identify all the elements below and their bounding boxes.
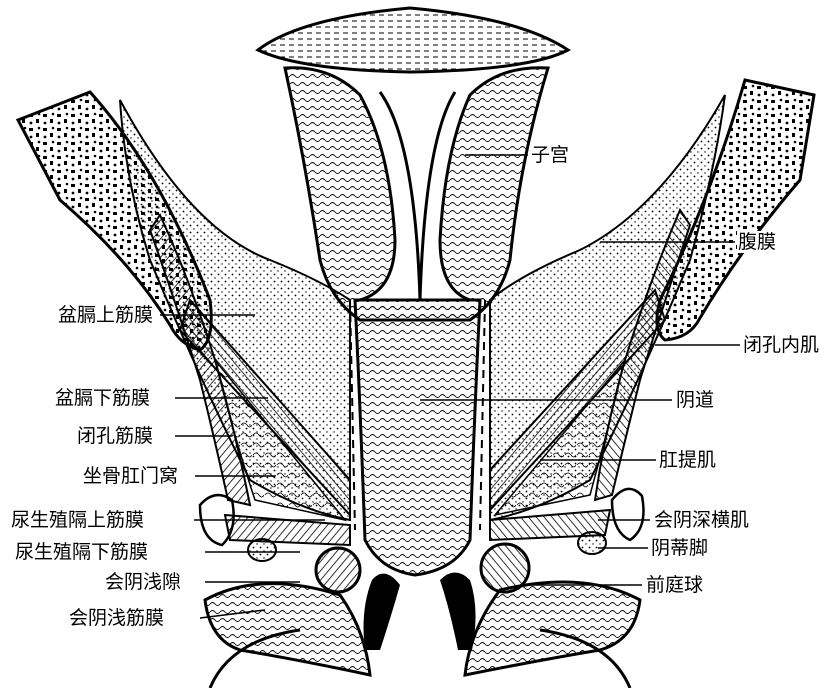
right-ischial-tuberosity (612, 489, 644, 540)
vestibule (364, 574, 400, 650)
left-crus-clitoris (248, 539, 276, 561)
label-superior-pelvic-diaphragm-fascia: 盆膈上筋膜 (57, 304, 154, 326)
label-uterus: 子宫 (530, 144, 570, 166)
label-inferior-pelvic-diaphragm-fascia: 盆膈下筋膜 (54, 387, 151, 409)
right-crus-clitoris (578, 532, 606, 554)
label-deep-transverse-perineal: 会阴深横肌 (653, 509, 750, 531)
label-obturator-internus: 闭孔内肌 (742, 334, 820, 356)
uterus-fundus (258, 8, 568, 72)
left-vestibular-bulb (316, 548, 360, 592)
uterus-body (285, 68, 548, 320)
label-superior-urogenital-fascia: 尿生殖隔上筋膜 (10, 509, 145, 531)
label-vestibular-bulb: 前庭球 (645, 574, 704, 596)
label-levator-ani: 肛提肌 (658, 449, 717, 471)
label-ischioanal-fossa: 坐骨肛门窝 (82, 465, 179, 487)
label-crus-clitoris: 阴蒂脚 (650, 537, 709, 559)
label-inferior-urogenital-fascia: 尿生殖隔下筋膜 (14, 541, 149, 563)
label-superficial-perineal-space: 会阴浅隙 (104, 571, 182, 593)
label-obturator-fascia: 闭孔筋膜 (76, 425, 154, 447)
label-superficial-perineal-fascia: 会阴浅筋膜 (68, 607, 165, 629)
label-peritoneum: 腹膜 (737, 231, 777, 253)
vagina (355, 300, 480, 575)
label-vagina: 阴道 (675, 389, 715, 411)
